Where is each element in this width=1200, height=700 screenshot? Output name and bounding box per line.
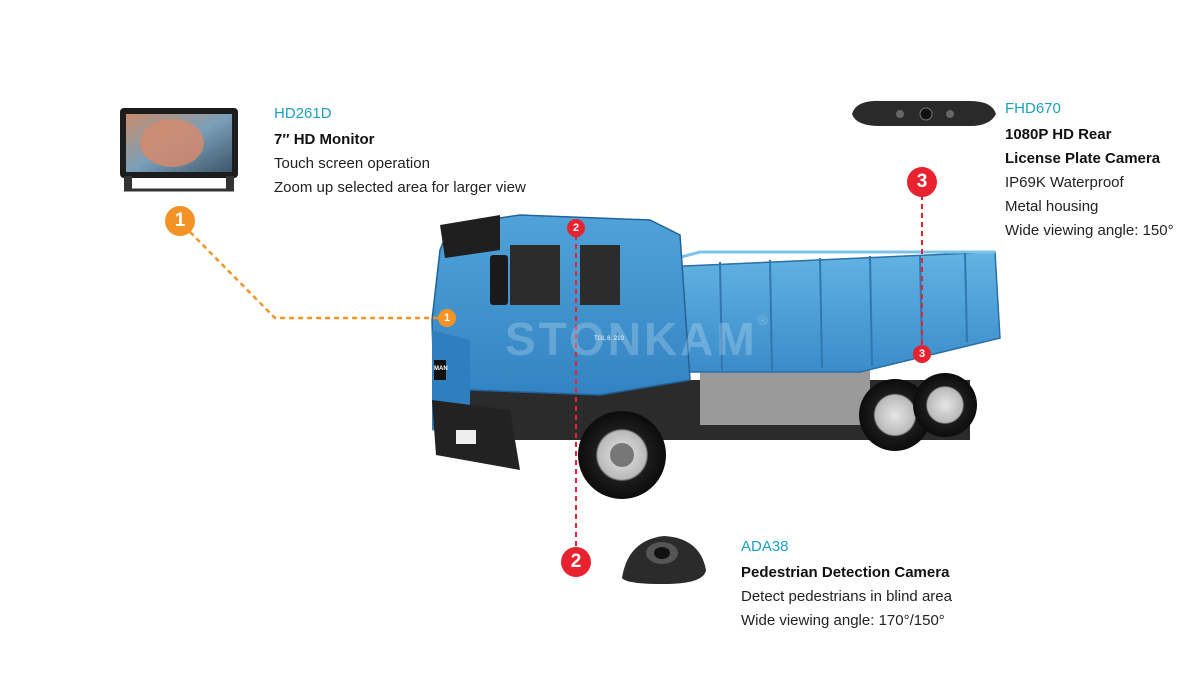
watermark-text: STONKAM® (505, 312, 772, 365)
product-feature: Zoom up selected area for larger view (274, 179, 526, 196)
product-model: HD261D (274, 105, 332, 122)
product-title: 1080P HD Rear (1005, 126, 1112, 143)
badge-3-large: 3 (907, 167, 937, 197)
monitor-device-image (120, 108, 238, 192)
badge-1-small: 1 (438, 309, 456, 327)
product-model: ADA38 (741, 538, 789, 555)
product-info-monitor: HD261D 7″ HD Monitor Touch screen operat… (274, 104, 526, 200)
grille-logo: MAN (434, 366, 448, 372)
product-feature: IP69K Waterproof (1005, 174, 1124, 191)
badge-1-large: 1 (165, 206, 195, 236)
product-info-pedestrian-camera: ADA38 Pedestrian Detection Camera Detect… (741, 537, 952, 633)
badge-2-small: 2 (567, 219, 585, 237)
product-info-rear-camera: FHD670 1080P HD Rear License Plate Camer… (1005, 99, 1174, 243)
badge-2-large: 2 (561, 547, 591, 577)
cab-model-label: TGL 8. 210 (594, 336, 624, 342)
product-title: License Plate Camera (1005, 150, 1161, 167)
product-feature: Wide viewing angle: 150° (1005, 222, 1174, 239)
product-model: FHD670 (1005, 100, 1061, 117)
product-feature: Touch screen operation (274, 155, 430, 172)
product-title: Pedestrian Detection Camera (741, 564, 950, 581)
pedestrian-camera-image (622, 536, 706, 584)
badge-3-small: 3 (913, 345, 931, 363)
license-plate-camera-image (852, 100, 996, 126)
product-feature: Wide viewing angle: 170°/150° (741, 612, 945, 629)
product-feature: Detect pedestrians in blind area (741, 588, 952, 605)
connector-line-1 (189, 231, 440, 320)
product-feature: Metal housing (1005, 198, 1099, 215)
product-title: 7″ HD Monitor (274, 131, 375, 148)
truck-image (431, 214, 1001, 499)
